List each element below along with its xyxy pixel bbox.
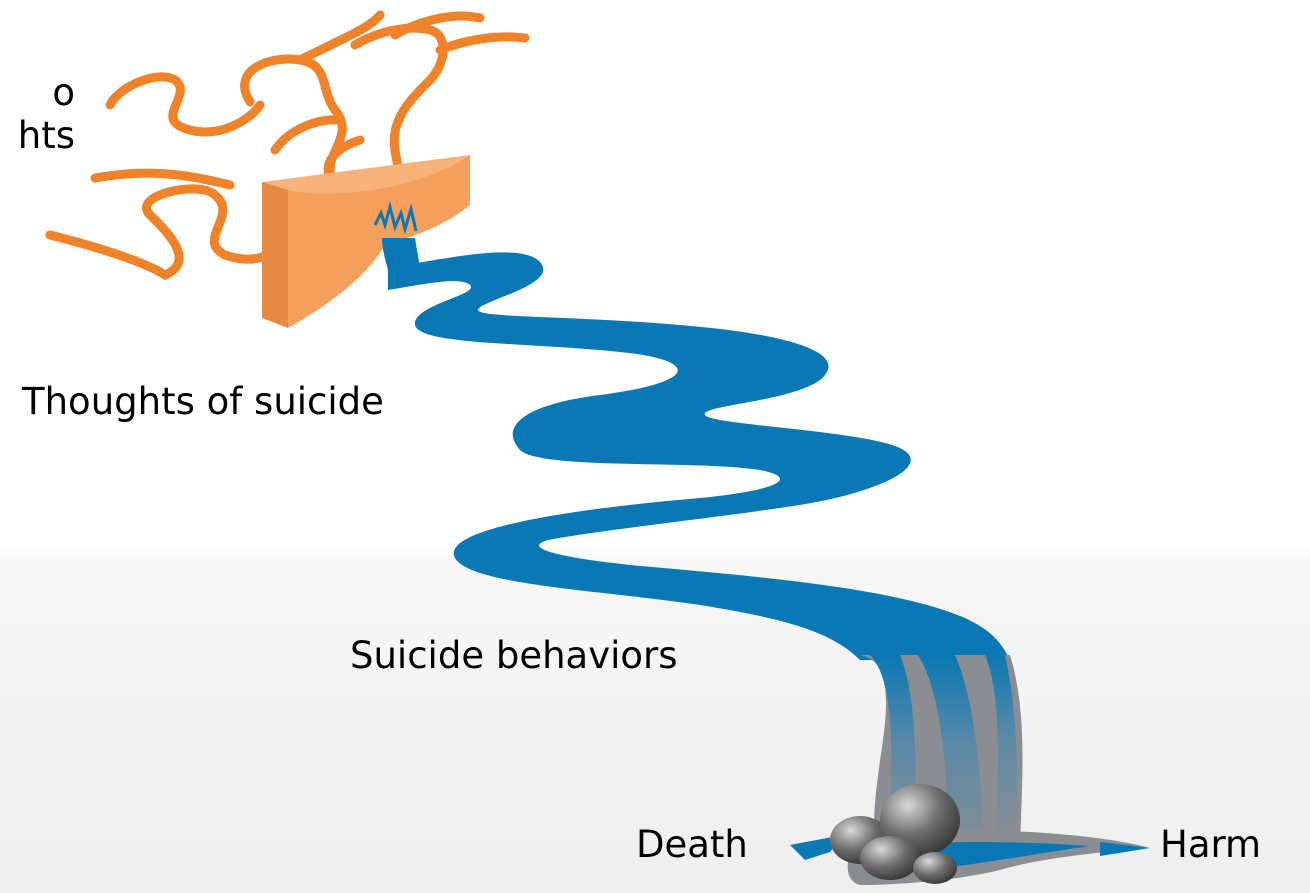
flame-icon [45, 10, 530, 281]
rocks-icon [830, 784, 960, 884]
thoughts-label: Thoughts of suicide [22, 380, 384, 423]
harm-label: Harm [1160, 823, 1262, 866]
death-label: Death [636, 823, 748, 866]
partial-label-top: o hts [0, 71, 75, 157]
behaviors-label: Suicide behaviors [350, 634, 678, 677]
river-icon [388, 252, 1010, 660]
partial-label-line1: o [52, 71, 75, 114]
dam-icon [262, 155, 470, 328]
partial-label-line2: hts [17, 113, 75, 157]
